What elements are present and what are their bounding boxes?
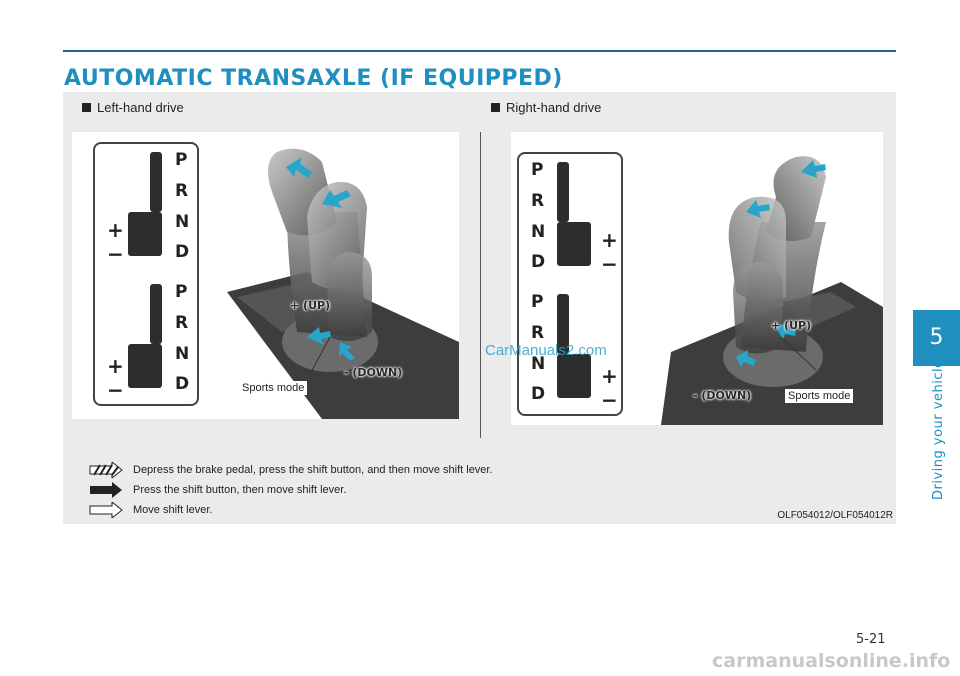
shift-lever-illustration: [661, 156, 883, 425]
down-callout: - (DOWN): [344, 366, 403, 379]
up-arrow-icon: [286, 157, 312, 178]
page-title: AUTOMATIC TRANSAXLE (IF EQUIPPED): [64, 66, 563, 91]
legend-item: Move shift lever.: [88, 502, 608, 520]
up-callout: + (UP): [290, 299, 331, 312]
down-arrow-icon: [322, 190, 351, 208]
gate-letter-r: R: [175, 181, 189, 201]
right-hand-drive-label: Right-hand drive: [491, 100, 601, 115]
gate-letter-p: P: [175, 150, 188, 170]
left-hand-drive-label: Left-hand drive: [82, 100, 184, 115]
down-callout: - (DOWN): [693, 389, 752, 402]
plus-sign: +: [601, 228, 618, 252]
gate-letter-p: P: [531, 160, 544, 180]
gate-slot: [557, 294, 569, 354]
sports-mode-label: Sports mode: [785, 389, 854, 403]
gate-letter-r: R: [531, 323, 545, 343]
up-arrow-icon: [801, 160, 826, 178]
gate-letter-n: N: [175, 212, 190, 232]
sports-mode-label: Sports mode: [239, 381, 308, 395]
gate-letter-p: P: [531, 292, 544, 312]
footer-watermark: carmanualsonline.info: [712, 650, 951, 672]
gate-slot: [150, 284, 162, 344]
gate-letter-n: N: [531, 354, 546, 374]
gate-letter-n: N: [531, 222, 546, 242]
gate-slot: [150, 152, 162, 212]
plus-sign: +: [601, 364, 618, 388]
minus-sign: −: [107, 378, 124, 402]
figure-code: OLF054012/OLF054012R: [777, 510, 893, 521]
gate-letter-p: P: [175, 282, 188, 302]
right-hand-drive-illustration: P R N D + − P R N D + − + (UP) - (DOWN) …: [511, 132, 883, 425]
watermark: CarManuals2.com: [485, 342, 607, 359]
up-arrow-icon: [776, 322, 796, 340]
hatched-arrow-icon: [89, 462, 123, 478]
legend-item: Press the shift button, then move shift …: [88, 482, 608, 500]
gate-letter-n: N: [175, 344, 190, 364]
plus-sign: +: [107, 354, 124, 378]
shift-lever-illustration: [227, 148, 459, 419]
up-arrow-icon: [307, 327, 331, 345]
down-arrow-icon: [339, 342, 355, 361]
minus-sign: −: [601, 252, 618, 276]
panel-divider: [480, 132, 481, 438]
gate-letter-d: D: [175, 242, 190, 262]
gate-letter-r: R: [531, 191, 545, 211]
gate-slot: [128, 344, 162, 388]
legend-item: Depress the brake pedal, press the shift…: [88, 462, 608, 480]
transaxle-figure: Left-hand drive Right-hand drive: [63, 92, 896, 524]
minus-sign: −: [107, 242, 124, 266]
down-arrow-icon: [736, 350, 756, 367]
square-bullet-icon: [82, 103, 91, 112]
solid-arrow-icon: [90, 482, 122, 498]
gate-slot: [557, 162, 569, 222]
gate-letter-d: D: [175, 374, 190, 394]
page-number: 5-21: [856, 632, 886, 647]
minus-sign: −: [601, 388, 618, 412]
down-arrow-icon: [746, 200, 770, 218]
left-hand-drive-illustration: P R N D + − P R N D + − + (UP) - (DOWN) …: [72, 132, 459, 419]
gate-slot: [557, 222, 591, 266]
plus-sign: +: [107, 218, 124, 242]
up-callout: + (UP): [771, 319, 812, 332]
chapter-tab: 5: [913, 310, 960, 366]
shift-gate-diagram: P R N D + − P R N D + −: [93, 142, 199, 406]
gate-slot: [128, 212, 162, 256]
gate-letter-d: D: [531, 252, 546, 272]
gate-letter-d: D: [531, 384, 546, 404]
top-rule: [63, 50, 896, 52]
gate-letter-r: R: [175, 313, 189, 333]
shift-gate-diagram: P R N D + − P R N D + −: [517, 152, 623, 416]
outline-arrow-icon: [89, 502, 123, 518]
chapter-label: Driving your vehicle: [931, 359, 946, 500]
gate-slot: [557, 354, 591, 398]
square-bullet-icon: [491, 103, 500, 112]
